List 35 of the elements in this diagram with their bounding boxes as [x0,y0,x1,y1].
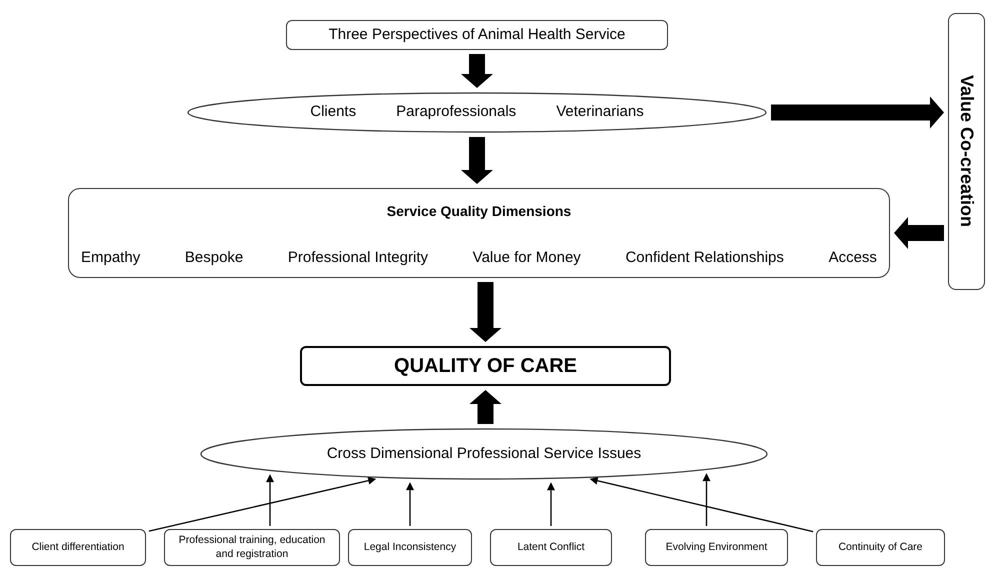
dimension-label: Access [828,248,877,268]
issue-box: Latent Conflict [490,529,612,566]
dimension-label: Professional Integrity [288,248,428,268]
issue-box: Legal Inconsistency [348,529,472,566]
title-box: Three Perspectives of Animal Health Service [286,20,668,50]
oval-node [187,92,767,133]
arrow [547,482,555,526]
oval-node [200,428,768,480]
arrow [702,473,710,526]
outcome-box: QUALITY OF CARE [300,346,671,386]
node-label: Paraprofessionals [396,102,516,122]
block-arrow [470,282,502,342]
block-arrow [894,217,944,249]
dimension-label: Empathy [81,248,140,268]
issue-box: Continuity of Care [816,529,945,566]
arrow [590,476,814,532]
issue-box: Client differentiation [10,529,146,566]
node-label: Veterinarians [556,102,644,122]
issue-box: Professional training, education and registration [164,529,340,566]
arrow [406,482,414,526]
block-arrow [470,390,502,424]
dimension-label: Bespoke [184,248,244,268]
dimensions-panel [68,188,890,278]
block-arrow [771,96,944,128]
issue-box: Evolving Environment [645,529,788,566]
dimension-label: Value for Money [472,248,581,268]
vertical-box: Value Co-creation [948,13,985,290]
panel-heading: Service Quality Dimensions [386,202,572,221]
block-arrow [461,137,493,184]
dimension-label: Confident Relationships [625,248,784,268]
node-label: Cross Dimensional Professional Service Issues [326,444,642,464]
block-arrow [461,54,493,88]
arrow [266,474,274,526]
arrow [148,476,376,532]
node-label: Clients [310,102,356,122]
